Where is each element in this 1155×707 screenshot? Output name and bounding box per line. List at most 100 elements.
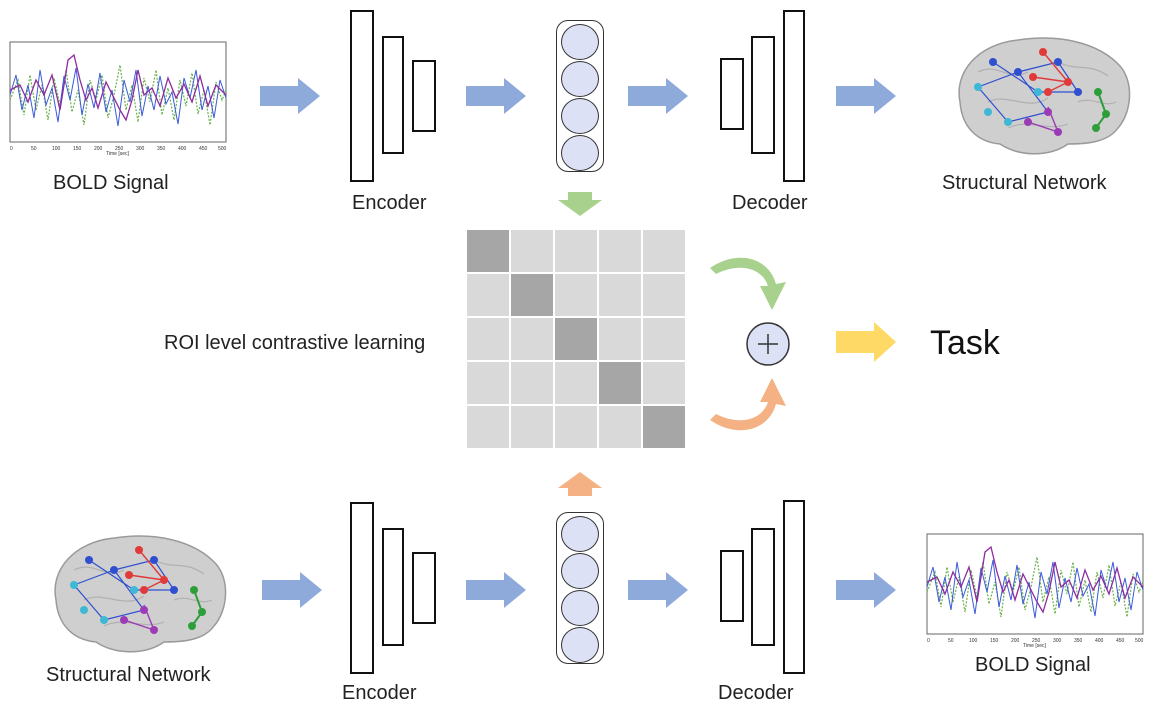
top-decoder-layer-2 <box>751 36 775 154</box>
bottom-latent-node-4 <box>561 627 599 663</box>
tick-500: 500 <box>218 146 227 152</box>
tick-450: 450 <box>1116 638 1125 644</box>
tick-150: 150 <box>990 638 999 644</box>
matrix-cell <box>467 318 509 360</box>
matrix-cell <box>599 230 641 272</box>
plus-aggregation-node <box>746 322 790 366</box>
top-latent-node-2 <box>561 61 599 97</box>
bold-x-ticks: 0 50 100 150 200 250 300 350 400 450 500… <box>927 638 1144 649</box>
flow-arrow-1 <box>260 78 320 114</box>
flow-arrow-4 <box>836 78 896 114</box>
top-brain-network-image <box>958 37 1131 155</box>
tick-350: 350 <box>1074 638 1083 644</box>
green-curved-arrow <box>710 257 786 310</box>
green-down-arrow <box>558 192 602 216</box>
bold-xlabel: Time [sec] <box>1023 643 1046 649</box>
orange-up-arrow <box>558 472 602 496</box>
task-arrow <box>836 322 896 362</box>
flow-arrow-5 <box>262 572 322 608</box>
bottom-bold-signal-plot: 0 50 100 150 200 250 300 350 400 450 500… <box>925 532 1147 649</box>
tick-150: 150 <box>73 146 82 152</box>
top-latent-node-1 <box>561 24 599 60</box>
top-decoder-layer-1 <box>720 58 744 130</box>
tick-200: 200 <box>1011 638 1020 644</box>
bottom-decoder-layer-1 <box>720 550 744 622</box>
flow-arrow-8 <box>836 572 896 608</box>
tick-450: 450 <box>199 146 208 152</box>
tick-200: 200 <box>94 146 103 152</box>
bold-signal-chart: 0 50 100 150 200 250 300 350 400 450 500… <box>9 41 227 157</box>
flow-arrow-6 <box>466 572 526 608</box>
matrix-cell <box>643 318 685 360</box>
orange-curved-arrow <box>710 378 786 431</box>
similarity-matrix <box>467 230 687 450</box>
top-encoder-layer-1 <box>350 10 374 182</box>
tick-0: 0 <box>927 638 930 644</box>
matrix-cell <box>555 406 597 448</box>
top-encoder-layer-2 <box>382 36 404 154</box>
matrix-cell <box>555 362 597 404</box>
flow-arrow-2 <box>466 78 526 114</box>
top-latent-node-4 <box>561 135 599 171</box>
tick-300: 300 <box>1053 638 1062 644</box>
matrix-cell-diagonal <box>599 362 641 404</box>
top-decoder-label: Decoder <box>732 192 808 214</box>
bottom-decoder-layer-2 <box>751 528 775 646</box>
tick-250: 250 <box>115 146 124 152</box>
matrix-cell <box>467 274 509 316</box>
matrix-cell <box>555 230 597 272</box>
tick-0: 0 <box>10 146 13 152</box>
matrix-cell <box>467 406 509 448</box>
bold-signal-chart: 0 50 100 150 200 250 300 350 400 450 500… <box>926 533 1144 649</box>
bold-trace-green <box>926 556 1144 618</box>
bottom-encoder-label: Encoder <box>342 682 417 704</box>
top-output-label: Structural Network <box>942 172 1107 194</box>
tick-50: 50 <box>948 638 954 644</box>
tick-500: 500 <box>1135 638 1144 644</box>
bold-xlabel: Time [sec] <box>106 151 129 157</box>
bottom-decoder-label: Decoder <box>718 682 794 704</box>
flow-arrow-3 <box>628 78 688 114</box>
matrix-cell <box>599 274 641 316</box>
bold-trace-purple <box>9 53 227 122</box>
matrix-cell-diagonal <box>643 406 685 448</box>
bold-trace-green <box>9 64 227 126</box>
tick-350: 350 <box>157 146 166 152</box>
matrix-cell-diagonal <box>467 230 509 272</box>
top-decoder-layer-3 <box>783 10 805 182</box>
tick-400: 400 <box>178 146 187 152</box>
matrix-cell-diagonal <box>511 274 553 316</box>
matrix-cell <box>599 318 641 360</box>
matrix-cell <box>511 230 553 272</box>
bottom-output-label: BOLD Signal <box>975 654 1091 676</box>
top-latent-node-3 <box>561 98 599 134</box>
matrix-cell <box>511 406 553 448</box>
tick-400: 400 <box>1095 638 1104 644</box>
bottom-encoder-layer-2 <box>382 528 404 646</box>
tick-100: 100 <box>52 146 61 152</box>
matrix-cell <box>643 362 685 404</box>
matrix-cell <box>511 362 553 404</box>
top-input-label: BOLD Signal <box>53 172 169 194</box>
bottom-brain-network-image <box>54 535 227 653</box>
bottom-latent-node-3 <box>561 590 599 626</box>
matrix-cell <box>599 406 641 448</box>
matrix-cell-diagonal <box>555 318 597 360</box>
bottom-encoder-layer-1 <box>350 502 374 674</box>
bold-trace-purple <box>926 545 1144 614</box>
matrix-cell <box>643 274 685 316</box>
bottom-decoder-layer-3 <box>783 500 805 674</box>
matrix-cell <box>643 230 685 272</box>
top-bold-signal-plot: 0 50 100 150 200 250 300 350 400 450 500… <box>8 40 230 157</box>
tick-250: 250 <box>1032 638 1041 644</box>
bottom-latent-node-2 <box>561 553 599 589</box>
task-label: Task <box>930 324 1000 362</box>
tick-100: 100 <box>969 638 978 644</box>
contrastive-learning-label: ROI level contrastive learning <box>164 332 426 354</box>
bottom-input-label: Structural Network <box>46 664 211 686</box>
tick-50: 50 <box>31 146 37 152</box>
matrix-cell <box>467 362 509 404</box>
tick-300: 300 <box>136 146 145 152</box>
flow-arrow-7 <box>628 572 688 608</box>
bottom-latent-node-1 <box>561 516 599 552</box>
